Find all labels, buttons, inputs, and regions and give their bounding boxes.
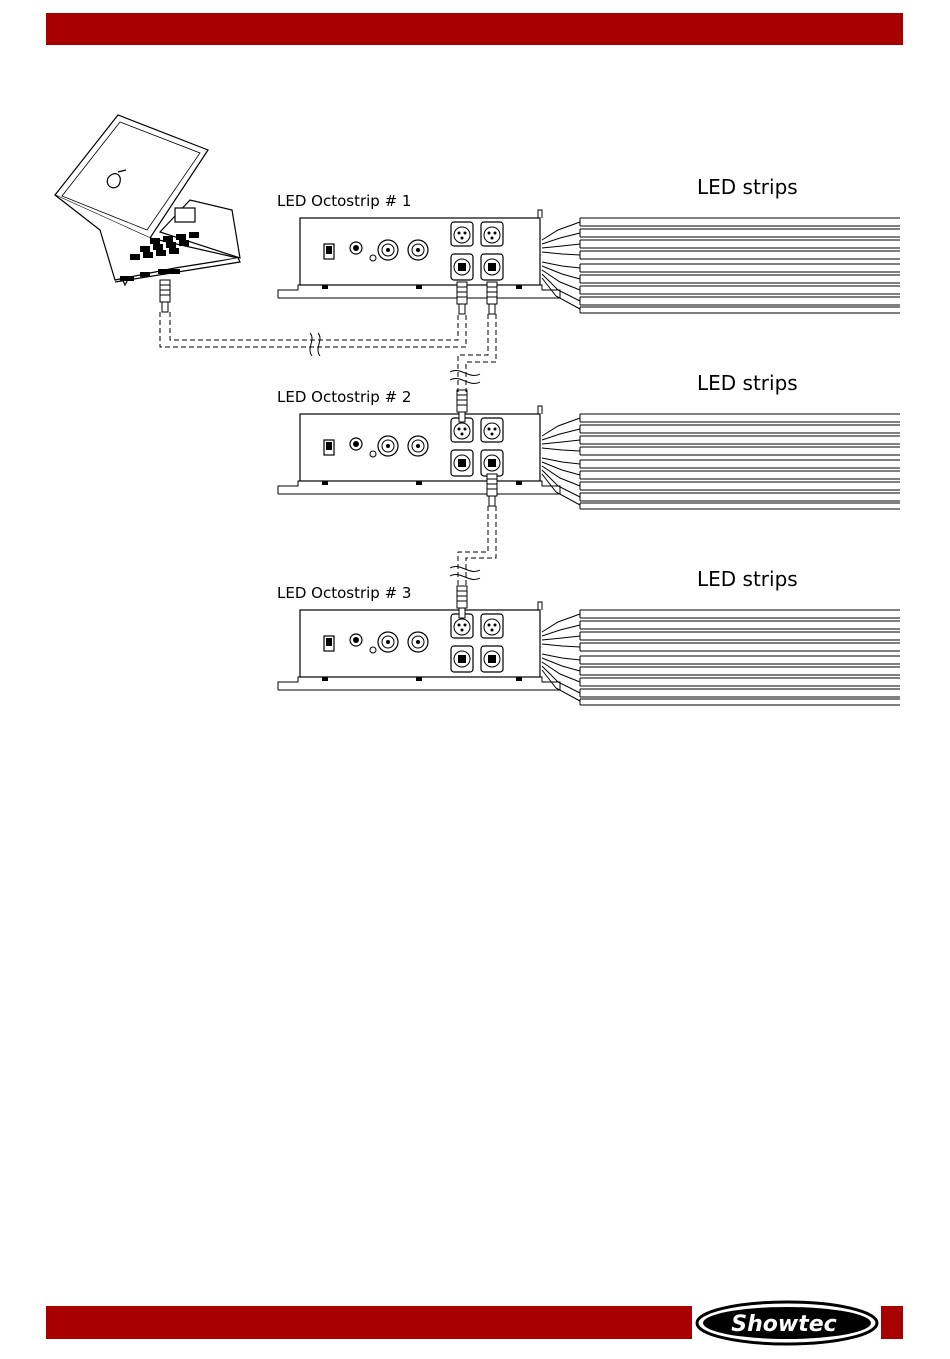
logo-text: Showtec bbox=[731, 1312, 836, 1337]
octostrip-unit-3 bbox=[278, 602, 900, 705]
footer-bar bbox=[46, 1306, 692, 1339]
device-label-3: LED Octostrip # 3 bbox=[277, 584, 411, 602]
showtec-logo: Showtec bbox=[694, 1300, 880, 1346]
octostrip-unit-1 bbox=[278, 210, 900, 313]
laptop-network-plug bbox=[160, 280, 170, 312]
laptop-icon bbox=[55, 115, 240, 285]
led-strips-label-2: LED strips bbox=[697, 371, 798, 395]
footer-bar-end bbox=[881, 1306, 903, 1339]
octostrip-unit-2 bbox=[278, 406, 900, 509]
device-label-2: LED Octostrip # 2 bbox=[277, 388, 411, 406]
led-strips-label-1: LED strips bbox=[697, 175, 798, 199]
device-label-1: LED Octostrip # 1 bbox=[277, 192, 411, 210]
connection-diagram: LED Octostrip # 1 LED strips LED Octostr… bbox=[0, 0, 950, 760]
led-strips-label-3: LED strips bbox=[697, 567, 798, 591]
